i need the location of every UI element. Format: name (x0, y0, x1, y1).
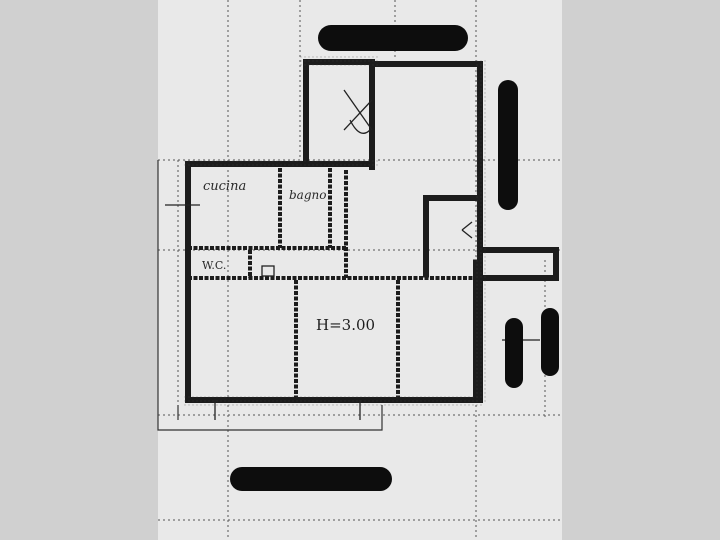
redaction-top (318, 25, 468, 51)
paper-sheet (158, 0, 562, 540)
redaction-bottom (230, 467, 392, 491)
redaction-marks (230, 25, 559, 491)
photo-background-left (0, 0, 158, 540)
room-label-kitchen: cucina (203, 179, 247, 194)
interior-walls (188, 168, 476, 398)
redaction-right-lower-a (505, 318, 523, 388)
site-boundary (157, 160, 383, 431)
ceiling-height-label: H=3.00 (316, 316, 376, 334)
redaction-right-upper (498, 80, 518, 210)
photo-background-right (562, 0, 720, 540)
redaction-right-lower-b (541, 308, 559, 376)
room-label-toilet: W.C. (202, 259, 227, 272)
room-label-bathroom: bagno (289, 188, 327, 202)
print-noise (182, 56, 486, 407)
